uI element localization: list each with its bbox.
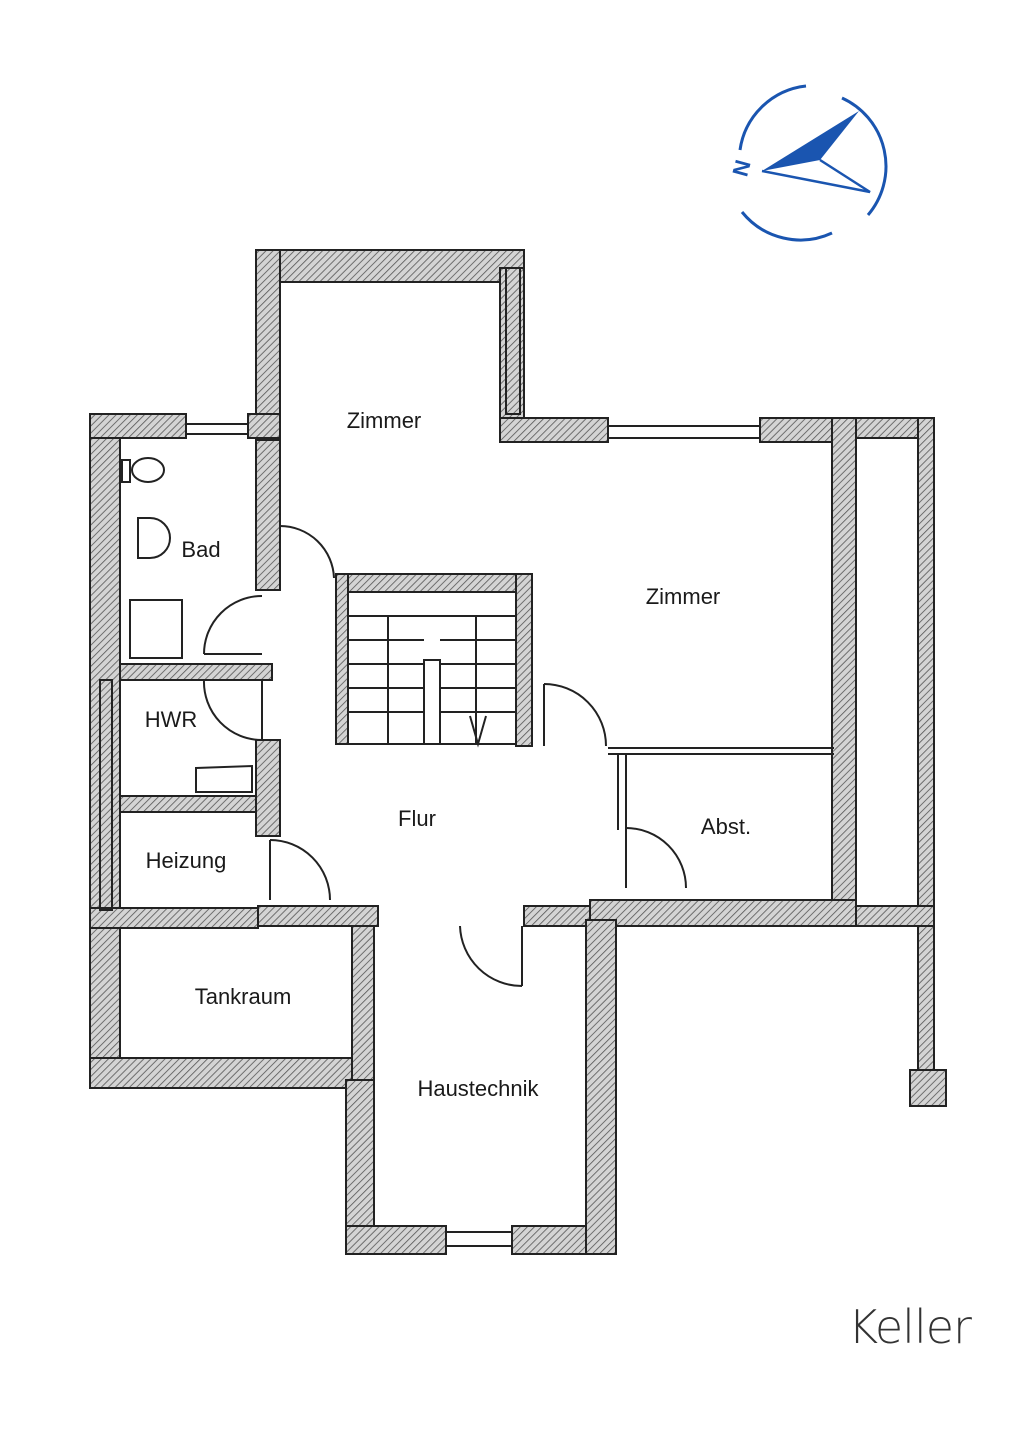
room-label-hwr: HWR bbox=[145, 707, 198, 732]
room-labels: Zimmer Zimmer Bad HWR Heizung Flur Abst.… bbox=[145, 408, 751, 1101]
room-label-zimmer-east: Zimmer bbox=[646, 584, 721, 609]
room-label-heizung: Heizung bbox=[146, 848, 227, 873]
room-label-tankraum: Tankraum bbox=[195, 984, 292, 1009]
room-label-bad: Bad bbox=[181, 537, 220, 562]
floor-title: Keller bbox=[848, 1300, 972, 1354]
compass-icon bbox=[738, 84, 888, 242]
compass-north-letter: N bbox=[727, 157, 755, 179]
room-label-abst: Abst. bbox=[701, 814, 751, 839]
interior-lines bbox=[99, 267, 834, 1247]
room-label-haustechnik: Haustechnik bbox=[417, 1076, 539, 1101]
room-label-flur: Flur bbox=[398, 806, 436, 831]
room-label-zimmer-north: Zimmer bbox=[347, 408, 422, 433]
walls bbox=[89, 249, 947, 1255]
